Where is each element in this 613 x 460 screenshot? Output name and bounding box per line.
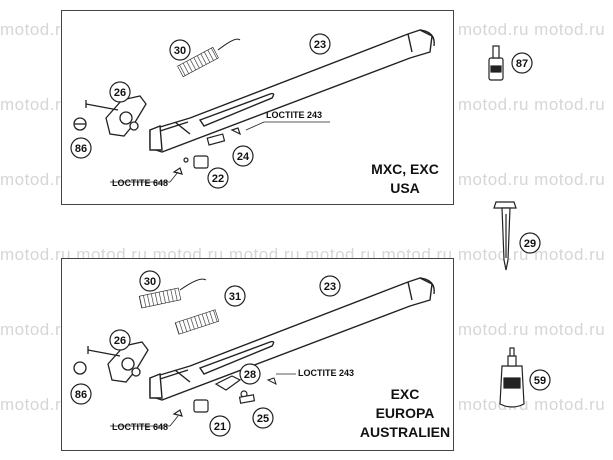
callout-22-top: 22 (207, 167, 229, 189)
svg-text:23: 23 (324, 281, 336, 293)
spring-31-bottom (174, 309, 220, 335)
bottom-region-label: EXC EUROPA AUSTRALIEN (350, 385, 460, 442)
spring-30-top (177, 38, 241, 78)
loctite-648-label-top: LOCTITE 648 (112, 178, 169, 188)
callout-86-bottom: 86 (70, 383, 92, 405)
svg-text:87: 87 (516, 58, 528, 70)
bottom-side-stand-drawing (149, 277, 435, 401)
bolt-24-top (206, 127, 242, 146)
callout-21-bottom: 21 (209, 415, 231, 437)
stand-tool-29 (493, 201, 517, 271)
svg-text:24: 24 (237, 151, 250, 163)
bottom-region-label-line: AUSTRALIEN (359, 424, 451, 440)
svg-text:26: 26 (114, 87, 126, 99)
callout-24-top: 24 (232, 145, 254, 167)
svg-text:31: 31 (229, 291, 241, 303)
callout-23-bottom: 23 (319, 275, 341, 297)
svg-text:86: 86 (75, 143, 87, 155)
svg-text:86: 86 (75, 389, 87, 401)
svg-text:59: 59 (534, 375, 546, 387)
pivot-bracket-bottom (73, 341, 149, 383)
callout-29: 29 (519, 232, 541, 254)
callout-30-top: 30 (169, 39, 191, 61)
svg-text:21: 21 (214, 421, 226, 433)
svg-text:23: 23 (314, 39, 326, 51)
callout-26-top: 26 (109, 81, 131, 103)
svg-text:30: 30 (174, 45, 186, 57)
dropper-bottom (266, 377, 277, 385)
loctite-bottle-87 (488, 45, 504, 81)
callout-86-top: 86 (70, 137, 92, 159)
top-region-label-line: USA (390, 180, 420, 196)
svg-text:22: 22 (212, 173, 224, 185)
grease-bottle-59 (499, 347, 525, 408)
bottom-region-label-line: EUROPA (375, 405, 435, 421)
callout-30-bottom: 30 (139, 270, 161, 292)
loctite-243-label-top: LOCTITE 243 (266, 110, 323, 120)
washer-plate-28 (214, 375, 256, 404)
callout-23-top: 23 (309, 33, 331, 55)
top-region-label: MXC, EXC USA (360, 160, 450, 198)
bottom-region-label-line: EXC (390, 386, 420, 402)
svg-text:29: 29 (524, 238, 536, 250)
top-side-stand-drawing (149, 29, 435, 153)
svg-text:28: 28 (244, 369, 256, 381)
callout-26-bottom: 26 (109, 329, 131, 351)
callout-31-bottom: 31 (224, 285, 246, 307)
loctite-648-label-bottom: LOCTITE 648 (112, 422, 169, 432)
bolt-22-top (172, 155, 209, 175)
callout-59: 59 (529, 369, 551, 391)
svg-text:30: 30 (144, 276, 156, 288)
spring-30-bottom (138, 278, 207, 309)
svg-text:26: 26 (114, 335, 126, 347)
callout-28-bottom: 28 (239, 363, 261, 385)
callout-25-bottom: 25 (252, 407, 274, 429)
callout-87: 87 (511, 52, 533, 74)
bolt-21-bottom (172, 399, 209, 417)
svg-text:25: 25 (257, 413, 269, 425)
pivot-bracket-top (73, 95, 147, 137)
top-region-label-line: MXC, EXC (371, 161, 439, 177)
loctite-243-label-bottom: LOCTITE 243 (298, 368, 355, 378)
